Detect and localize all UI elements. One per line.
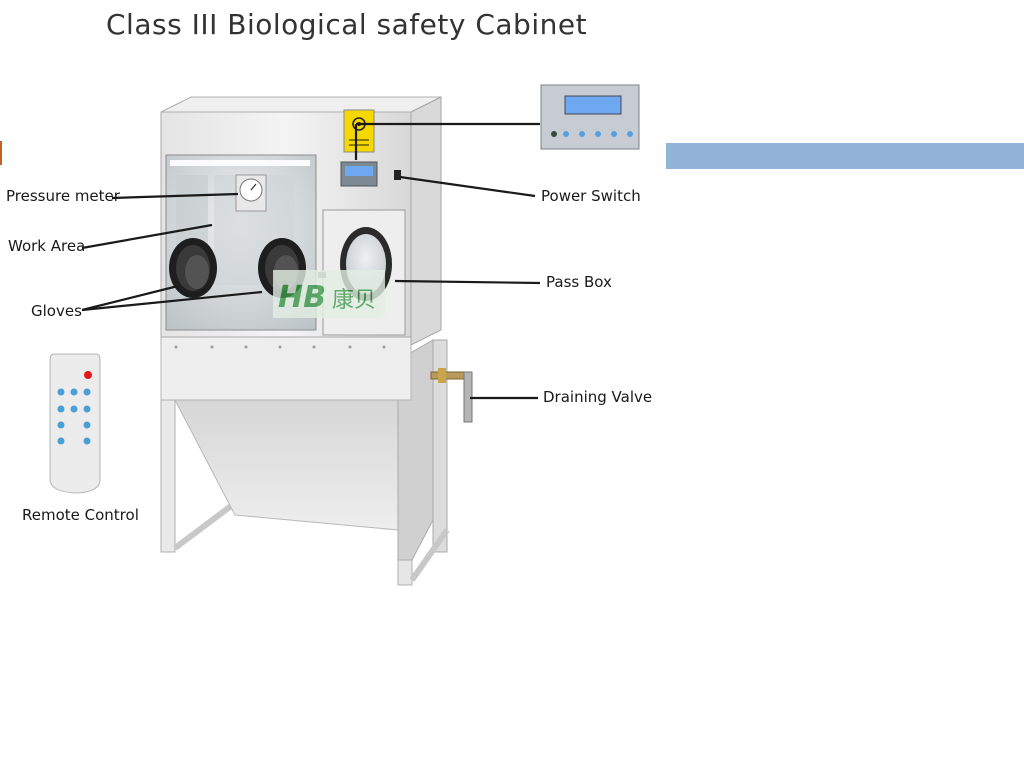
hb-logo: HB 康贝: [273, 270, 385, 318]
label-power-switch: Power Switch: [541, 187, 641, 205]
cabinet-lower-panel: [160, 334, 412, 401]
left-edge-mark: [0, 141, 2, 165]
biohazard-icon: [343, 109, 375, 153]
control-panel-inset: [540, 84, 640, 150]
pressure-meter-gauge: [235, 174, 267, 212]
label-pressure-meter: Pressure meter: [6, 187, 120, 205]
label-pass-box: Pass Box: [546, 273, 612, 291]
remote-control-image: [49, 353, 101, 494]
label-draining-valve: Draining Valve: [543, 388, 653, 406]
label-remote-control: Remote Control: [22, 506, 139, 524]
leader-lines: [81, 122, 541, 400]
label-gloves: Gloves: [31, 302, 82, 320]
svg-text:HB: HB: [278, 280, 326, 315]
label-work-area: Work Area: [8, 237, 86, 255]
glove-port-left: [169, 238, 217, 298]
svg-text:康贝: 康贝: [332, 288, 376, 313]
accent-bar: [666, 143, 1024, 169]
power-switch-icon: [394, 170, 401, 180]
page-title: Class III Biological safety Cabinet: [106, 8, 588, 41]
cabinet-hopper: [174, 399, 399, 531]
